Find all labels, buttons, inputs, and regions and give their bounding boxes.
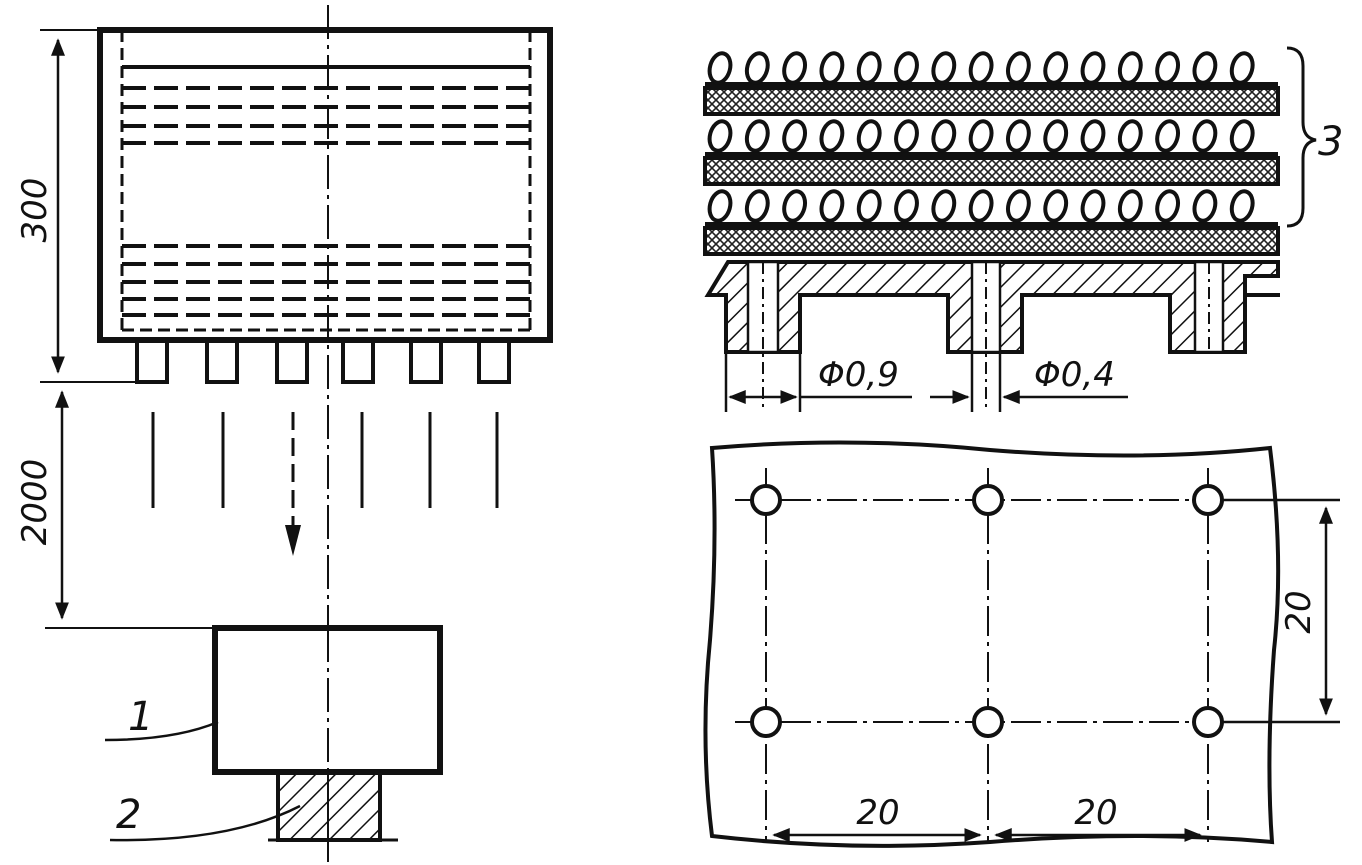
leader-target-block <box>104 720 219 742</box>
coil-loop <box>931 51 957 85</box>
coil-loop <box>1192 189 1218 223</box>
holes <box>750 484 1224 738</box>
mesh-layer-1 <box>703 86 1280 116</box>
coil-loop <box>1043 189 1069 223</box>
coil-loop <box>782 119 808 153</box>
callout-base: 2 <box>116 792 141 838</box>
hole <box>972 484 1004 516</box>
coil-loop <box>1080 51 1106 85</box>
coil-loop <box>1005 119 1031 153</box>
filter-layer-stack <box>703 51 1280 412</box>
coil-loop <box>1117 119 1143 153</box>
coil-loop <box>1155 119 1181 153</box>
coil-loop <box>931 119 957 153</box>
coil-loop <box>744 189 770 223</box>
dim-outer-diameter: Φ0,9 <box>818 355 899 395</box>
coil-loop <box>856 189 882 223</box>
fall-direction-arrowhead <box>285 525 301 556</box>
coil-loop <box>894 51 919 85</box>
coil-loop <box>1043 119 1069 153</box>
dim-tank-height: 300 <box>15 178 55 243</box>
coil-loop <box>744 51 770 85</box>
coil-loop <box>856 119 882 153</box>
coil-loop <box>1155 51 1181 85</box>
coil-loop <box>968 51 994 85</box>
coil-loop <box>856 51 882 85</box>
tank-layers-bottom <box>122 244 530 317</box>
coil-loop <box>1080 189 1106 223</box>
tank-layers-top <box>122 65 530 145</box>
coil-rows <box>705 51 1278 226</box>
coil-loop <box>819 119 845 153</box>
coil-loop <box>1043 51 1069 85</box>
coil-loop <box>968 119 994 153</box>
coil-loop <box>1117 51 1143 85</box>
callout-filter-layers: 3 <box>1318 119 1343 165</box>
tank-assembly <box>40 5 553 862</box>
dim-pitch-x-left: 20 <box>856 793 899 833</box>
dim-pitch-x-right: 20 <box>1074 793 1117 833</box>
hole <box>750 706 782 738</box>
coil-loop <box>782 51 808 85</box>
callout-target-block: 1 <box>128 694 153 740</box>
plate-outline <box>703 440 1281 848</box>
hole <box>750 484 782 516</box>
coil-loop <box>1192 119 1218 153</box>
coil-loop <box>1229 189 1255 223</box>
filter-layers-brace <box>1286 46 1317 228</box>
hole <box>1192 706 1224 738</box>
leader-base <box>109 804 301 842</box>
coil-loop <box>1229 51 1255 85</box>
coil-loop <box>819 51 845 85</box>
coil-loop <box>1192 51 1218 85</box>
tank-outer-wall <box>97 27 553 343</box>
coil-loop <box>1005 189 1031 223</box>
coil-loop <box>707 51 733 85</box>
mesh-layer-3 <box>703 226 1280 256</box>
coil-loop <box>819 189 845 223</box>
coil-loop <box>1117 189 1143 223</box>
coil-loop <box>1080 119 1106 153</box>
falling-drops <box>151 412 499 528</box>
dim-inner-diameter: Φ0,4 <box>1034 355 1115 395</box>
coil-loop <box>782 189 808 223</box>
hole <box>1192 484 1224 516</box>
coil-loop <box>894 189 919 223</box>
mesh-layer-2 <box>703 156 1280 186</box>
coil-loop <box>968 189 994 223</box>
tank-nozzles <box>135 342 511 384</box>
coil-loop <box>931 189 957 223</box>
coil-loop <box>1005 51 1031 85</box>
coil-loop <box>707 189 733 223</box>
dim-drop-height: 2000 <box>15 459 55 546</box>
coil-loop <box>894 119 919 153</box>
hole <box>972 706 1004 738</box>
coil-loop <box>1229 119 1255 153</box>
coil-loop <box>1155 189 1181 223</box>
dim-pitch-y: 20 <box>1279 590 1319 633</box>
coil-loop <box>744 119 770 153</box>
coil-loop <box>707 119 733 153</box>
hole-pattern-plan <box>703 440 1340 848</box>
